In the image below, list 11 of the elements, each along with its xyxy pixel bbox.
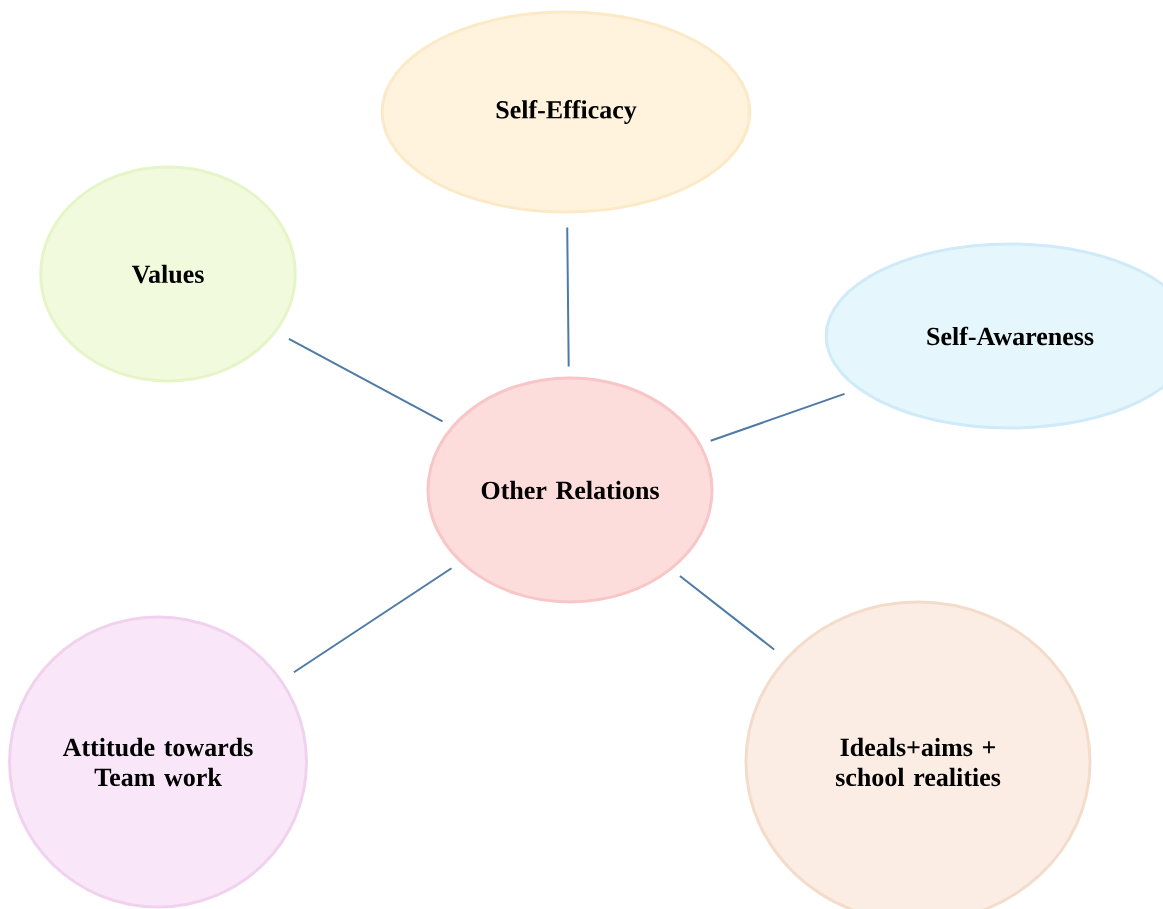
bubble: Values [39,165,297,383]
bubble: Attitude towards Team work [8,615,308,909]
bubble: Other Relations [426,376,714,604]
connector-line [287,337,444,423]
connector-line [709,392,846,442]
bubble: Self-Awareness [824,242,1163,430]
bubble: Ideals+aims + school realities [744,600,1092,909]
connector-line [678,574,776,651]
connector-line [566,226,570,368]
connector-line [292,567,453,674]
bubble: Self-Efficacy [380,10,752,214]
